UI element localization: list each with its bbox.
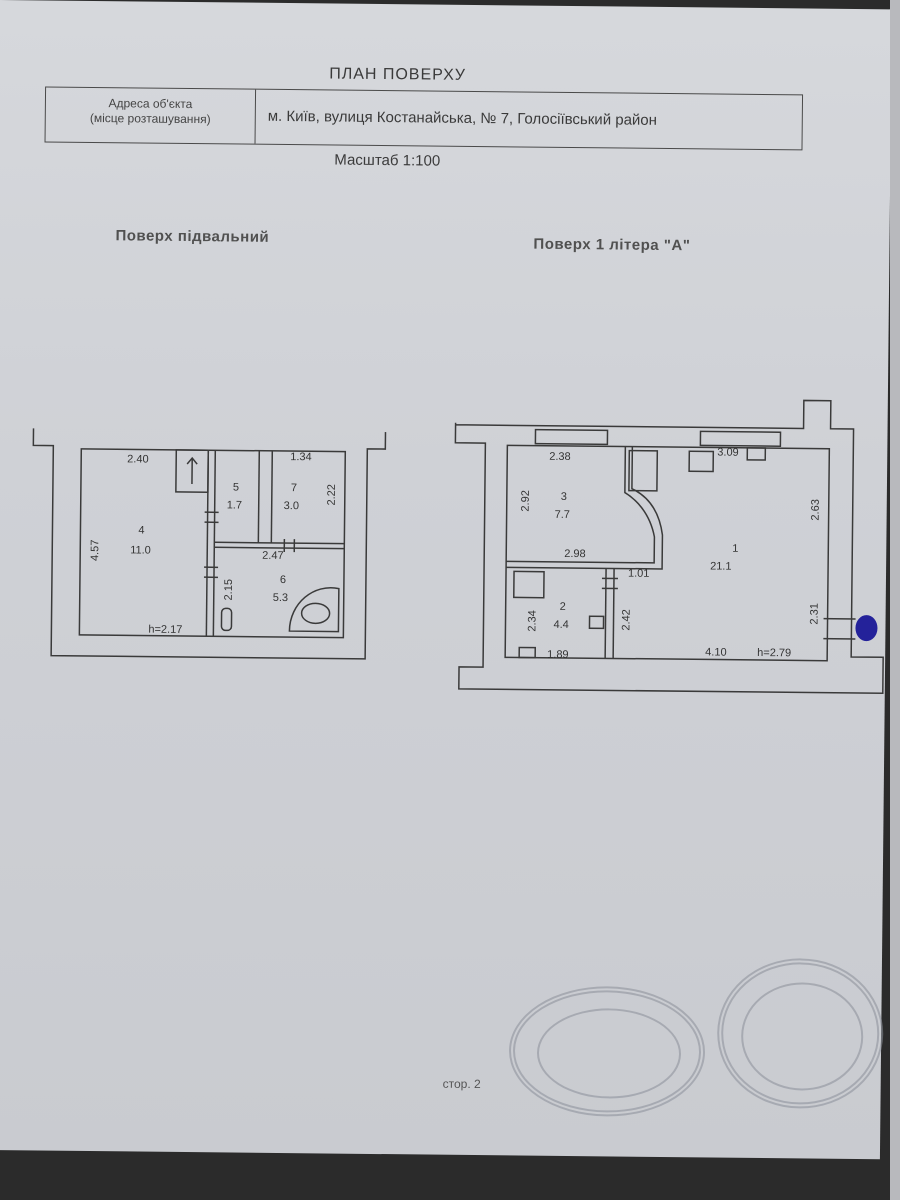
dim-top-left: 2.38: [549, 451, 571, 463]
stove-icon: [688, 450, 715, 473]
sink-icon: [746, 447, 767, 461]
toilet-icon: [518, 646, 537, 659]
page-number: стор. 2: [442, 1076, 481, 1092]
dim-bottom: 4.10: [705, 646, 727, 658]
kitchen-counter: [628, 449, 659, 492]
basement-plan: [32, 428, 387, 660]
floor-plans: 2.40 1.34 4.57 4 11.0 5 1.7 7 3.0 2.22 2…: [32, 399, 884, 695]
room-5-number: 5: [233, 481, 239, 493]
seal-inner-ring: [536, 1007, 682, 1100]
toilet-icon: [220, 607, 233, 632]
dim-mid-width: 2.98: [564, 548, 586, 560]
dim-top-right: 1.34: [290, 451, 312, 463]
bathtub-icon: [288, 586, 340, 633]
bathtub-basin-icon: [300, 602, 331, 625]
room-6-area: 5.3: [273, 592, 288, 604]
room-2-area: 4.4: [553, 619, 568, 631]
dim-top-right: 3.09: [717, 447, 739, 459]
seal-stamp-right: [716, 957, 885, 1110]
paper-edge-shadow: [890, 0, 900, 1200]
basement-wall-5: [257, 450, 261, 543]
room-4-area: 11.0: [130, 544, 151, 556]
room-3-number: 3: [561, 491, 567, 503]
dim-top-left: 2.40: [127, 453, 149, 465]
document-sheet: ПЛАН ПОВЕРХУ Адреса об'єкта (місце розта…: [0, 0, 892, 1160]
room-2-number: 2: [560, 601, 566, 613]
window: [534, 428, 609, 446]
room-4-number: 4: [138, 524, 144, 536]
floor1-outer-wall: [454, 399, 884, 695]
basement-stairs: [175, 449, 210, 493]
basement-inner-outline: [78, 448, 347, 639]
dim-wc-h2: 2.42: [620, 609, 632, 631]
dim-wc-w: 1.89: [547, 649, 569, 661]
stairs-arrow-icon: [186, 456, 198, 485]
floor1-plan: [454, 399, 884, 695]
dim-wc-h: 2.34: [526, 610, 538, 632]
bath-wall: [604, 568, 607, 659]
ceiling-height: h=2.17: [148, 624, 182, 636]
room-5-area: 1.7: [227, 499, 242, 511]
room3-wall: [506, 446, 656, 564]
room-7-area: 3.0: [284, 500, 299, 512]
room-1-area: 21.1: [710, 560, 732, 572]
basement-wall-6: [270, 450, 274, 543]
basin-icon: [588, 615, 605, 630]
dim-left-height: 4.57: [89, 540, 101, 562]
basement-outer-wall: [32, 428, 387, 660]
basement-wall-4: [214, 546, 345, 550]
room-1-number: 1: [732, 543, 738, 555]
room-6-number: 6: [280, 574, 286, 586]
shower-icon: [513, 570, 545, 599]
dim-bath-h: 2.15: [223, 579, 235, 601]
room3-wall-inner: [506, 446, 664, 570]
dim-left-height: 2.92: [520, 490, 532, 512]
seal-inner-ring: [740, 981, 864, 1092]
basement-wall-2: [212, 450, 217, 637]
ceiling-height: h=2.79: [757, 647, 791, 659]
floor1-inner-outline: [504, 444, 831, 662]
dim-right-low: 2.31: [809, 603, 821, 625]
basement-labels: 2.40 1.34 4.57 4 11.0 5 1.7 7 3.0 2.22 2…: [89, 451, 338, 636]
dim-mid: 2.47: [262, 550, 284, 562]
room-7-number: 7: [291, 482, 297, 494]
basement-wall-3: [214, 541, 345, 545]
window: [699, 430, 782, 447]
floor1-labels: 2.38 3.09 2.92 3 7.7 2.63 2.98 1 21.1 1.…: [520, 447, 822, 661]
room-3-area: 7.7: [555, 509, 570, 521]
seal-stamp-left: [508, 985, 706, 1118]
dim-right-height: 2.63: [810, 499, 822, 521]
bath-wall: [612, 568, 615, 659]
dim-step: 1.01: [628, 568, 650, 580]
dim-right-h: 2.22: [326, 484, 338, 506]
